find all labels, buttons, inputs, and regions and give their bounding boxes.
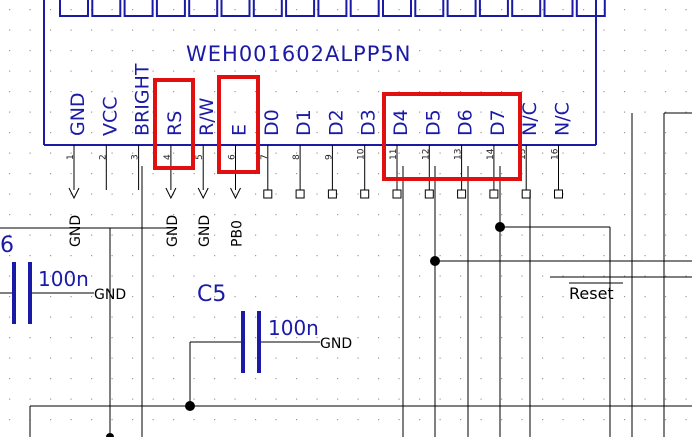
pin-number: 16 [551,148,561,160]
pin-label-d4: D4 [390,109,412,136]
lcd-display-cell [446,0,477,17]
capacitor-c5: C5 100n GND [197,282,352,373]
pin-terminal [360,189,370,199]
pin-number: 10 [357,148,367,160]
pin-label-vcc: VCC [99,96,121,136]
lcd-display-cell [91,0,122,17]
pin-number: 3 [131,154,141,160]
pin-label-rw: R/W [196,97,218,136]
wires [0,112,692,437]
lcd-display-cell [252,0,283,17]
gnd-arrow-icon [197,187,209,200]
lcd-display-cell [285,0,316,17]
pin-label-nc: N/C [519,102,541,136]
pin-label-d3: D3 [358,109,380,136]
capacitor-6: 6 100n GND [0,233,126,324]
reset-net: Reset [569,282,623,303]
pin-gnd-label: GND [165,215,181,247]
capacitor-6-ref: 6 [0,233,14,258]
lcd-pins: GND1GNDVCC2BRIGHT3RS4GNDR/W5GNDE6PB0D07D… [66,63,574,247]
pin-number: 15 [518,149,528,160]
pin-terminal [424,189,434,199]
junction-c5 [185,401,195,411]
pin-gnd-label: GND [68,215,84,247]
lcd-display-cell [575,0,606,17]
highlight-rs [153,78,195,170]
pin-label-gnd: GND [67,92,89,136]
lcd-display-cell [511,0,542,17]
lcd-display-cells [59,0,606,17]
lcd-display-cell [543,0,574,17]
lcd-display-cell [123,0,154,17]
pin-terminal [263,189,273,199]
junction-bottom [106,433,114,437]
pin-number: 1 [66,154,76,160]
pin-number: 12 [421,149,431,160]
lcd-display-cell [59,0,89,17]
pin-number: 2 [98,154,108,160]
pin-label-d5: D5 [422,109,444,136]
pin-number: 7 [260,154,270,160]
pin-number: 6 [228,154,238,160]
gnd-arrow-icon [68,187,80,200]
pin-label-e: E [229,124,251,136]
capacitor-6-gnd: GND [94,287,126,303]
junction-d7 [495,222,505,232]
lcd-display-cell [349,0,380,17]
lcd-display-cell [188,0,219,17]
highlights [153,75,522,181]
lcd-component: WEH001602ALPP5N [43,0,606,146]
junction-d5 [430,256,440,266]
pin-terminal [554,189,563,199]
pin-label-d2: D2 [325,109,347,136]
pin-number: 4 [163,154,173,160]
lcd-display-cell [382,0,412,17]
pin-label-d7: D7 [487,109,509,136]
pin-label-d0: D0 [261,109,283,136]
pin-terminal [327,189,337,199]
pin-number: 8 [292,154,302,160]
pin-gnd-label: GND [197,215,213,247]
highlight-d4-d7 [382,92,522,181]
pin-label-bright: BRIGHT [132,63,154,136]
pin-number: 11 [389,149,399,160]
pin-terminal [392,189,402,199]
lcd-display-cell [317,0,348,17]
pin-pb0-label: PB0 [230,220,246,247]
lcd-part-number: WEH001602ALPP5N [186,42,411,66]
gnd-arrow-icon [165,187,177,200]
capacitor-6-value: 100n [38,267,89,291]
lcd-display-cell [414,0,445,17]
pin-label-d1: D1 [293,109,315,136]
pin-number: 14 [486,148,496,160]
capacitor-c5-gnd: GND [320,336,352,352]
pin-terminal [489,189,499,199]
pin-label-nc: N/C [552,102,574,136]
pin-terminal [457,189,467,199]
reset-label: Reset [569,284,614,303]
lcd-display-cell [478,0,509,17]
net-arrow-icon [230,187,241,200]
pin-label-rs: RS [164,111,186,136]
pin-number: 13 [454,149,464,160]
lcd-display-cell [155,0,186,17]
pin-terminal [295,189,305,199]
capacitor-c5-ref: C5 [197,282,226,307]
highlight-e [217,75,260,174]
capacitor-c5-value: 100n [268,316,319,340]
pin-number: 5 [195,154,205,160]
pin-label-d6: D6 [455,109,477,136]
pin-number: 9 [324,154,334,160]
pin-terminal [521,189,531,199]
lcd-display-cell [220,0,251,17]
